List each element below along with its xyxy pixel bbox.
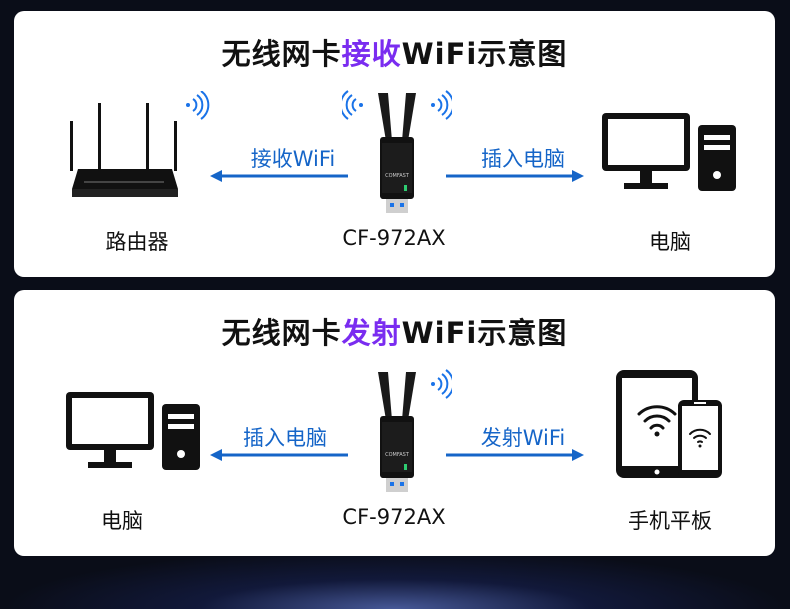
- left-arrow-icon: [210, 170, 348, 182]
- pc-label: 电脑: [649, 230, 691, 254]
- wifi-signal-icon: [431, 90, 452, 120]
- right-arrow-icon: [446, 170, 584, 182]
- wifi-signal-icon: [689, 428, 711, 448]
- wifi-signal-icon: [637, 405, 677, 437]
- phone-tablet-label: 手机平板: [628, 509, 712, 533]
- wifi-signal-icon: [186, 91, 210, 120]
- desktop-pc-icon: [602, 113, 736, 191]
- transmit-wifi-arrow-label: 发射WiFi: [480, 426, 566, 450]
- right-arrow-icon: [446, 449, 584, 461]
- transmit-diagram-panel: 无线网卡发射WiFi示意图 插入电脑 COMFAST 发射W: [14, 290, 775, 556]
- svg-text:COMFAST: COMFAST: [385, 173, 410, 179]
- wifi-signal-icon: [342, 90, 363, 120]
- insert-pc-arrow-label: 插入电脑: [481, 147, 565, 171]
- usb-wifi-adapter-icon: COMFAST: [342, 90, 452, 213]
- receive-panel-title: 无线网卡接收WiFi示意图: [221, 37, 568, 71]
- desktop-pc-icon: [66, 392, 200, 470]
- insert-pc-arrow-label: 插入电脑: [243, 426, 327, 450]
- receive-wifi-arrow-label: 接收WiFi: [250, 147, 336, 171]
- pc-label: 电脑: [101, 509, 143, 533]
- transmit-panel-title: 无线网卡发射WiFi示意图: [221, 316, 568, 350]
- svg-text:COMFAST: COMFAST: [385, 452, 410, 458]
- background-glow: [0, 549, 790, 609]
- left-arrow-icon: [210, 449, 348, 461]
- adapter-model-label: CF-972AX: [342, 226, 446, 250]
- receive-diagram-panel: 无线网卡接收WiFi示意图 接收WiFi: [14, 11, 775, 277]
- usb-wifi-adapter-icon: COMFAST: [378, 369, 452, 492]
- adapter-model-label: CF-972AX: [342, 505, 446, 529]
- router-label: 路由器: [105, 230, 169, 254]
- wifi-signal-icon: [431, 369, 452, 399]
- router-icon: [70, 91, 210, 197]
- tablet-phone-icon: [616, 370, 722, 478]
